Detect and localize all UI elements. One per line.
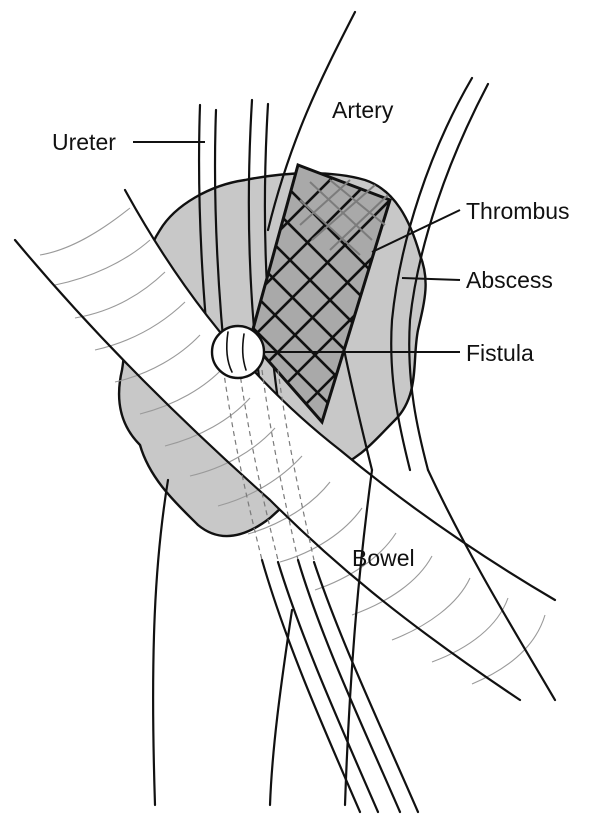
fistula [212, 326, 264, 378]
label-thrombus: Thrombus [466, 198, 570, 224]
label-artery: Artery [332, 97, 394, 123]
label-fistula: Fistula [466, 340, 534, 366]
label-ureter: Ureter [52, 129, 116, 155]
label-bowel: Bowel [352, 545, 415, 571]
label-abscess: Abscess [466, 267, 553, 293]
